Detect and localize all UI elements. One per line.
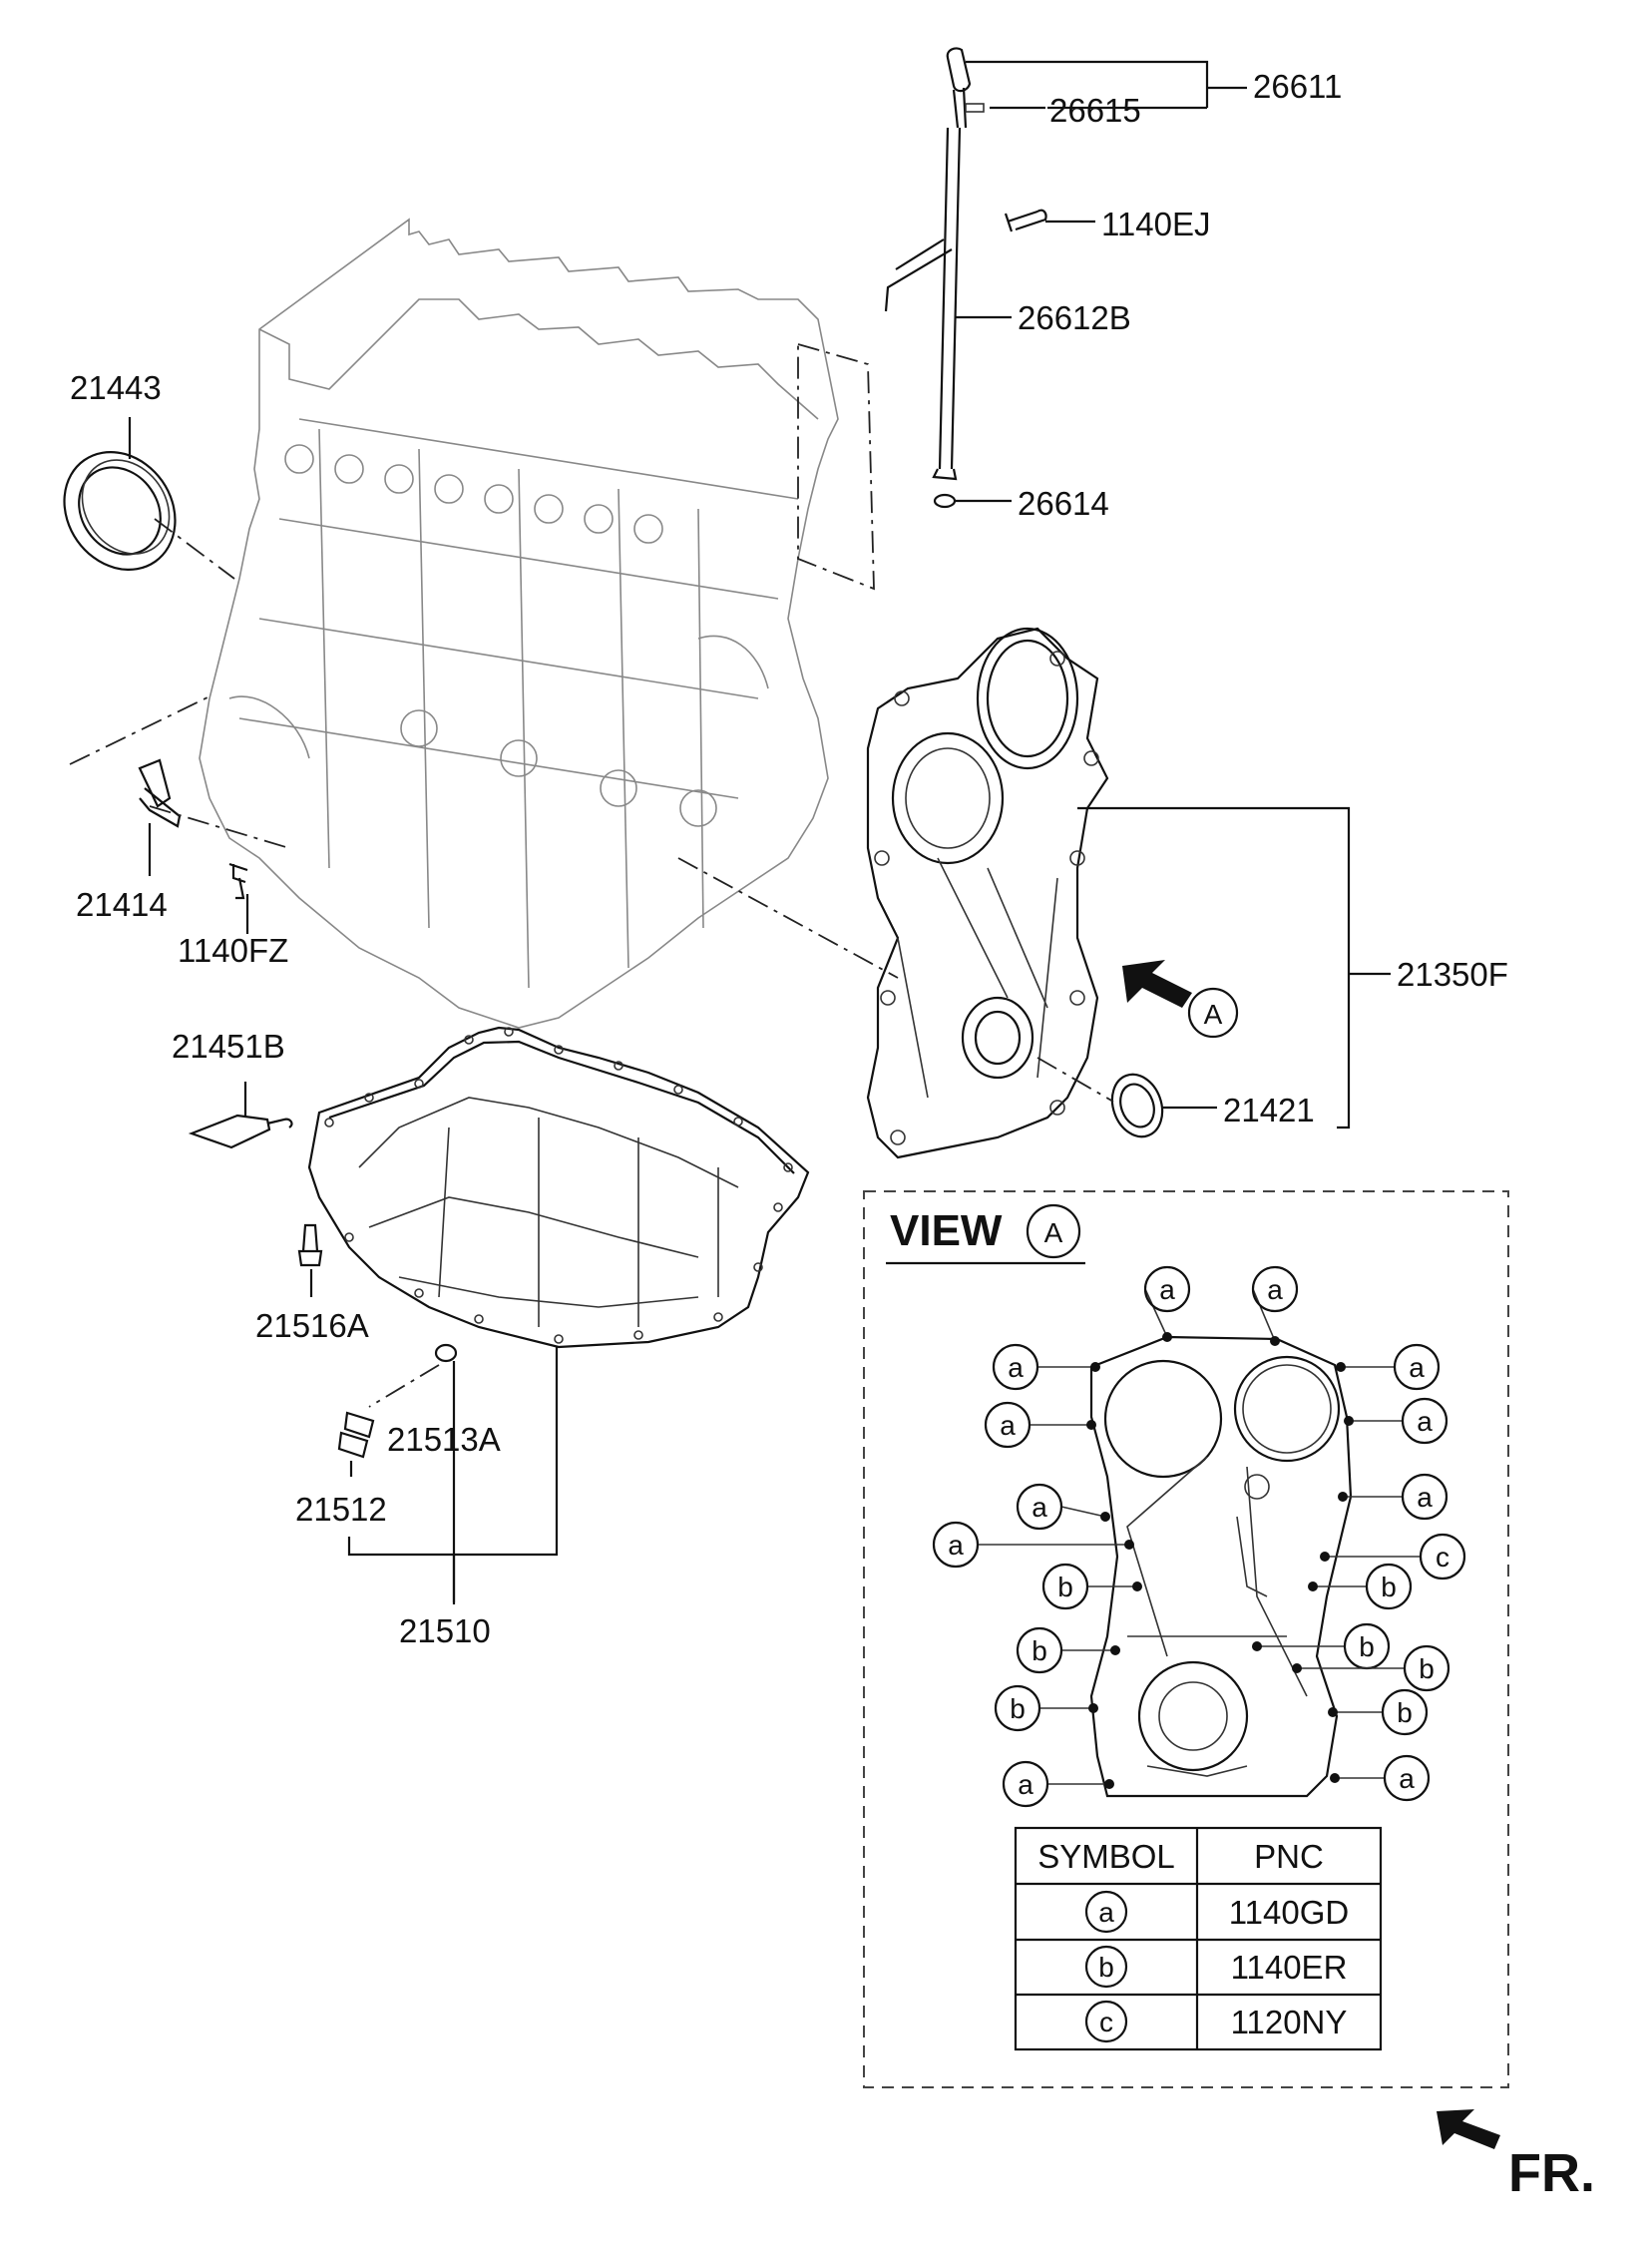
symbol-callout-b: b [994,1684,1098,1732]
symbol-callout-b: b [1292,1644,1450,1692]
symbol-callout-a: a [1143,1265,1191,1342]
symbol-callout-a: a [1330,1754,1431,1802]
symbol-callout-b: b [1328,1688,1429,1736]
drain-plug-and-gasket [337,1343,458,1602]
symbol-callout-b: b [1308,1563,1413,1610]
symbol-callout-a: a [984,1401,1096,1449]
timing-cover-leaders [1077,806,1391,1129]
oil-level-gauge-illustration [797,47,1047,591]
view-a-arrow: A [1122,960,1239,1039]
label-26615: 26615 [1049,92,1141,129]
label-21443: 21443 [70,369,162,406]
symbol-callout-a: a [1338,1473,1448,1521]
symbol-callout-letter: a [1159,1274,1175,1305]
label-21512: 21512 [295,1491,387,1528]
symbol-callout-letter: a [1417,1406,1433,1437]
table-row-symbol: a [1098,1897,1114,1928]
label-1140FZ: 1140FZ [178,932,288,969]
part-labels: 26611 26615 1140EJ 26612B 21443 26614 21… [70,68,1508,1649]
label-26614: 26614 [1018,485,1109,522]
timing-cover-front-view [1089,1335,1353,1798]
symbol-callout-letter: a [1032,1492,1047,1523]
label-21350F: 21350F [1397,956,1508,993]
symbol-callout-a: a [1002,1760,1114,1808]
table-header-pnc: PNC [1254,1838,1324,1875]
label-26612B: 26612B [1018,299,1131,336]
symbol-callout-letter: a [1008,1352,1024,1383]
timing-cover-oil-seal [1036,1057,1217,1138]
symbol-callout-letter: b [1359,1631,1375,1662]
table-row-pnc: 1140GD [1229,1894,1349,1931]
view-title: VIEW [890,1206,1003,1255]
table-header-symbol: SYMBOL [1037,1838,1175,1875]
timing-chain-cover-illustration [866,627,1109,1159]
oil-pan-illustration [307,1026,810,1349]
symbol-callout-a: a [1344,1397,1448,1445]
sealant-tube-illustration [188,1082,293,1149]
symbol-callout-letter: b [1032,1635,1047,1666]
table-row-pnc: 1120NY [1231,2004,1348,2040]
dipstick-leaders [954,60,1247,503]
front-direction-label: FR. [1508,2143,1595,2203]
symbol-callout-letter: a [1267,1274,1283,1305]
label-1140EJ: 1140EJ [1101,206,1210,242]
view-marker-label: A [1204,999,1223,1030]
symbol-callout-letter: b [1397,1697,1413,1728]
crankshaft-rear-oil-seal [63,417,235,580]
symbol-pnc-table: SYMBOL PNC a 1140GD b 1140ER c 1120NY [1014,1826,1383,2051]
symbol-callout-letter: a [1018,1769,1033,1800]
symbol-callout-b: b [1016,1626,1120,1674]
label-21421: 21421 [1223,1092,1315,1128]
symbol-callout-letter: a [1417,1482,1433,1513]
symbol-callout-letter: a [948,1530,964,1561]
label-26611: 26611 [1253,68,1342,105]
symbol-callout-b: b [1041,1563,1142,1610]
symbol-callout-a: a [992,1343,1100,1391]
symbol-callout-letter: b [1010,1693,1026,1724]
symbol-callout-b: b [1252,1622,1391,1670]
symbol-callout-a: a [1251,1265,1299,1346]
symbol-callout-letter: b [1419,1653,1435,1684]
symbol-callout-c: c [1320,1533,1466,1580]
view-title-marker: A [1044,1217,1063,1248]
table-row-pnc: 1140ER [1231,1949,1348,1986]
symbol-callout-letter: b [1381,1572,1397,1602]
table-row-symbol: b [1098,1952,1114,1983]
symbol-callout-letter: a [1000,1410,1016,1441]
label-21513A: 21513A [387,1421,501,1458]
symbol-callout-letter: b [1057,1572,1073,1602]
table-row-symbol: c [1099,2007,1113,2037]
label-21414: 21414 [76,886,168,923]
symbol-callout-a: a [932,1521,1134,1569]
label-21451B: 21451B [172,1028,285,1065]
symbol-callout-a: a [1016,1483,1110,1531]
symbol-callout-a: a [1336,1343,1441,1391]
symbol-callout-letter: c [1436,1542,1449,1573]
engine-bracket-and-bolt [69,695,899,979]
symbol-callout-letter: a [1409,1352,1425,1383]
front-direction-indicator: FR. [1437,2109,1595,2203]
oil-pan-bolt [297,1223,323,1297]
engine-block-illustration [199,218,839,1029]
label-21510: 21510 [399,1612,491,1649]
symbol-callout-letter: a [1399,1763,1415,1794]
label-21516A: 21516A [255,1307,369,1344]
oil-pan-leaders [347,1347,559,1604]
